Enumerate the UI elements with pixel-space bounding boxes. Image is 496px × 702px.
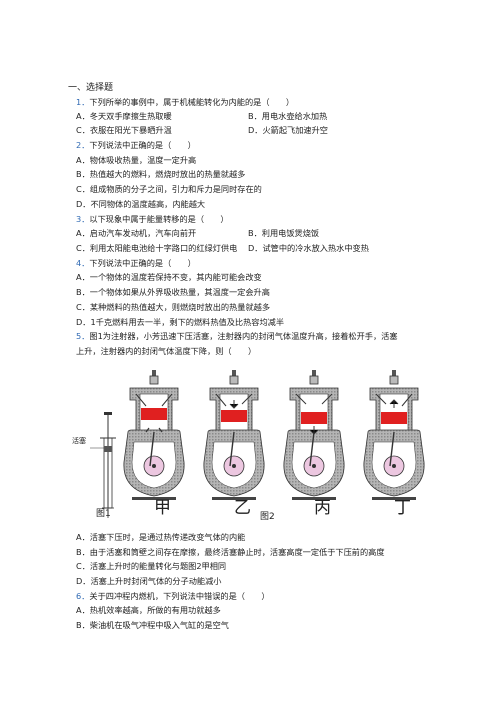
engine-figure: 活塞 图1 图2 甲 乙 丙 丁 bbox=[68, 360, 428, 525]
engine-ding bbox=[363, 369, 425, 501]
engine-yi bbox=[203, 369, 265, 501]
q2-option-b: B．热值越大的燃料，燃烧时放出的热量就越多 bbox=[76, 169, 246, 179]
question-text: 下列所举的事例中，属于机械能转化为内能的是（ ） bbox=[89, 97, 295, 107]
question-number: 6． bbox=[76, 591, 90, 601]
q3-option-a: A．启动汽车发动机，汽车向前开 bbox=[76, 228, 197, 238]
question-text: 以下现象中属于能量转移的是（ ） bbox=[89, 214, 229, 224]
q3-option-d: D．试管中的冷水放入热水中变热 bbox=[248, 243, 369, 253]
question-3-stem: 3．以下现象中属于能量转移的是（ ） bbox=[76, 215, 229, 223]
q4-option-a: A．一个物体的温度若保持不变，其内能可能会改变 bbox=[76, 272, 262, 282]
question-number: 3． bbox=[76, 214, 90, 224]
q5-option-a: A．活塞下压时，是通过热传递改变气体的内能 bbox=[76, 532, 246, 542]
q1-option-c: C．衣服在阳光下暴晒升温 bbox=[76, 125, 172, 135]
question-5-stem-cont: 上升，注射器内的封闭气体温度下降，则（ ） bbox=[76, 346, 257, 356]
question-number: 4． bbox=[76, 258, 90, 268]
question-number: 5． bbox=[76, 331, 90, 341]
figure-2-label: 图2 bbox=[260, 512, 275, 522]
label-yi: 乙 bbox=[234, 498, 251, 518]
q6-option-a: A．热机效率越高，所做的有用功就越多 bbox=[76, 605, 221, 615]
q6-option-b: B．柴油机在吸气冲程中吸入气缸的是空气 bbox=[76, 620, 229, 630]
syringe-diagram bbox=[90, 412, 116, 518]
q3-option-b: B．利用电饭煲烧饭 bbox=[248, 228, 320, 238]
question-number: 2． bbox=[76, 140, 90, 150]
question-text: 图1为注射器，小芳迅速下压活塞，注射器内的封闭气体温度升高，接着松开手，活塞 bbox=[89, 331, 398, 341]
q1-option-a: A．冬天双手摩擦生热取暖 bbox=[76, 111, 172, 121]
question-text: 下列说法中正确的是（ ） bbox=[89, 140, 196, 150]
label-bing: 丙 bbox=[314, 498, 331, 518]
label-jia: 甲 bbox=[154, 498, 171, 518]
question-6-stem: 6．关于四冲程内燃机，下列说法中错误的是（ ） bbox=[76, 592, 270, 600]
q1-option-d: D．火箭起飞加速升空 bbox=[248, 125, 328, 135]
q5-option-b: B．由于活塞和筒壁之间存在摩擦，最终活塞静止时，活塞高度一定低于下压前的高度 bbox=[76, 547, 385, 557]
q3-option-c: C．利用太阳能电池给十字路口的红绿灯供电 bbox=[76, 243, 238, 253]
engine-jia bbox=[123, 369, 185, 501]
q5-option-d: D．活塞上升时封闭气体的分子动能减小 bbox=[76, 576, 222, 586]
q4-option-c: C．某种燃料的热值越大，则燃烧时放出的热量就越多 bbox=[76, 302, 271, 312]
q5-option-c: C．活塞上升时的能量转化与题图2甲相同 bbox=[76, 561, 227, 571]
question-text: 下列说法中正确的是（ ） bbox=[89, 258, 196, 268]
engine-diagram bbox=[90, 369, 425, 518]
question-1-stem: 1．下列所举的事例中，属于机械能转化为内能的是（ ） bbox=[76, 98, 294, 106]
question-4-stem: 4．下列说法中正确的是（ ） bbox=[76, 259, 196, 267]
engine-bing bbox=[283, 369, 345, 501]
question-number: 1． bbox=[76, 97, 90, 107]
label-ding: 丁 bbox=[394, 498, 411, 518]
q2-option-a: A．物体吸收热量，温度一定升高 bbox=[76, 155, 197, 165]
q1-option-b: B．用电水壶给水加热 bbox=[248, 111, 328, 121]
q4-option-b: B．一个物体如果从外界吸收热量，其温度一定会升高 bbox=[76, 287, 270, 297]
question-2-stem: 2．下列说法中正确的是（ ） bbox=[76, 141, 196, 149]
q2-option-c: C．组成物质的分子之间，引力和斥力是同时存在的 bbox=[76, 184, 262, 194]
figure-1-label: 图1 bbox=[96, 509, 111, 519]
question-5-stem: 5．图1为注射器，小芳迅速下压活塞，注射器内的封闭气体温度升高，接着松开手，活塞 bbox=[76, 332, 398, 340]
q4-option-d: D．1千克燃料用去一半，剩下的燃料热值及比热容均减半 bbox=[76, 317, 285, 327]
section-title: 一、选择题 bbox=[68, 83, 114, 93]
question-text: 关于四冲程内燃机，下列说法中错误的是（ ） bbox=[89, 591, 270, 601]
q2-option-d: D．不同物体的温度越高，内能越大 bbox=[76, 199, 206, 209]
piston-label: 活塞 bbox=[72, 437, 86, 445]
